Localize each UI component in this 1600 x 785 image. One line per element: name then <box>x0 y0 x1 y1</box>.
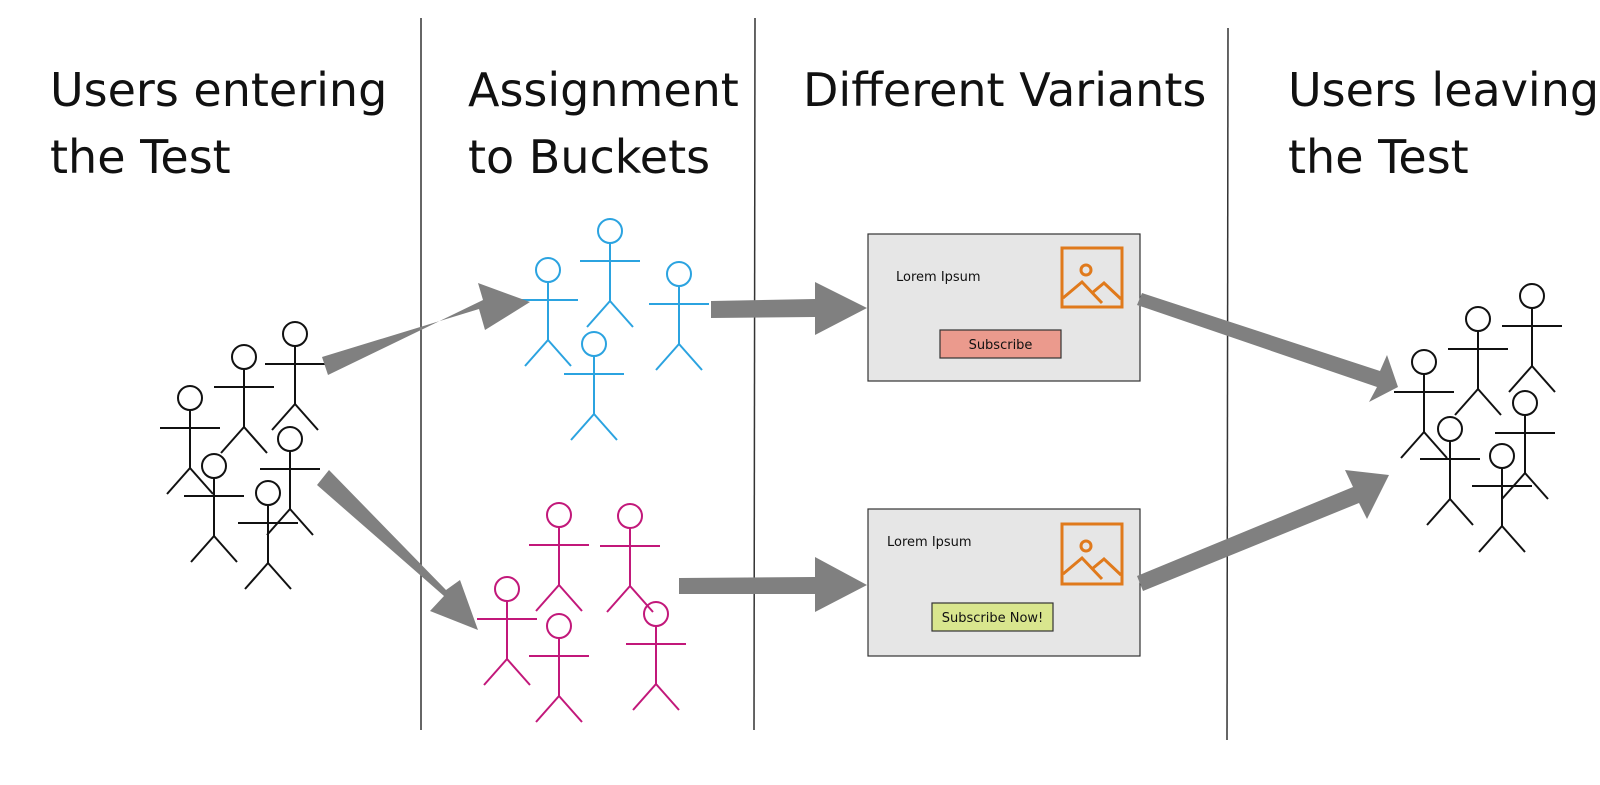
title-line-2: the Test <box>1288 130 1469 184</box>
arrow-a-to-variant <box>711 282 867 335</box>
variant-a-card: Lorem Ipsum Subscribe <box>867 233 1141 382</box>
stick-figure-icon <box>579 218 641 328</box>
arrow-b-to-variant <box>679 557 867 612</box>
image-placeholder-icon <box>1060 522 1124 586</box>
arrow-to-bucket-b <box>317 470 478 630</box>
column-title-assignment: Assignment to Buckets <box>468 63 753 184</box>
arrow-to-bucket-a <box>322 283 530 375</box>
users-leaving-group <box>1393 283 1563 553</box>
stick-figure-icon <box>1393 349 1455 459</box>
flow-arrows <box>317 282 1398 630</box>
stick-figure-icon <box>476 576 538 686</box>
title-line-1: Different Variants <box>803 63 1206 117</box>
stick-figure-icon <box>517 257 579 367</box>
column-dividers <box>420 17 1229 741</box>
stick-figure-icon <box>264 321 326 431</box>
bucket-a-users <box>517 218 710 441</box>
stick-figure-icon <box>599 503 661 613</box>
subscribe-now-button[interactable] <box>931 602 1054 632</box>
title-line-1: Assignment <box>468 63 739 117</box>
title-line-2: to Buckets <box>468 130 710 184</box>
arrow-variant-b-to-exit <box>1137 470 1389 591</box>
divider-3 <box>1226 27 1229 741</box>
column-title-leaving: Users leaving the Test <box>1288 63 1600 184</box>
title-line-2: the Test <box>50 130 231 184</box>
stick-figure-icon <box>563 331 625 441</box>
stick-figure-icon <box>1471 443 1533 553</box>
users-entering-group <box>159 321 326 590</box>
variant-text: Lorem Ipsum <box>896 270 981 285</box>
stick-figure-icon <box>528 502 590 612</box>
variant-b-card: Lorem Ipsum Subscribe Now! <box>867 508 1141 657</box>
divider-2 <box>753 17 756 731</box>
subscribe-button[interactable] <box>939 329 1062 359</box>
stick-figure-icon <box>1447 306 1509 416</box>
title-line-1: Users leaving <box>1288 63 1599 117</box>
stick-figure-icon <box>648 261 710 371</box>
image-placeholder-icon <box>1060 246 1124 309</box>
column-title-variants: Different Variants <box>803 63 1206 117</box>
stick-figure-icon <box>528 613 590 723</box>
stick-figure-icon <box>625 601 687 711</box>
column-title-entering: Users entering the Test <box>50 63 402 184</box>
stick-figure-icon <box>213 344 275 454</box>
subscribe-now-button-label: Subscribe Now! <box>942 611 1044 626</box>
arrow-variant-a-to-exit <box>1137 293 1398 402</box>
stick-figure-icon <box>1419 416 1481 526</box>
variant-text: Lorem Ipsum <box>887 535 972 550</box>
stick-figure-icon <box>1501 283 1563 393</box>
bucket-b-users <box>476 502 687 723</box>
subscribe-button-label: Subscribe <box>969 338 1033 353</box>
title-line-1: Users entering <box>50 63 387 117</box>
